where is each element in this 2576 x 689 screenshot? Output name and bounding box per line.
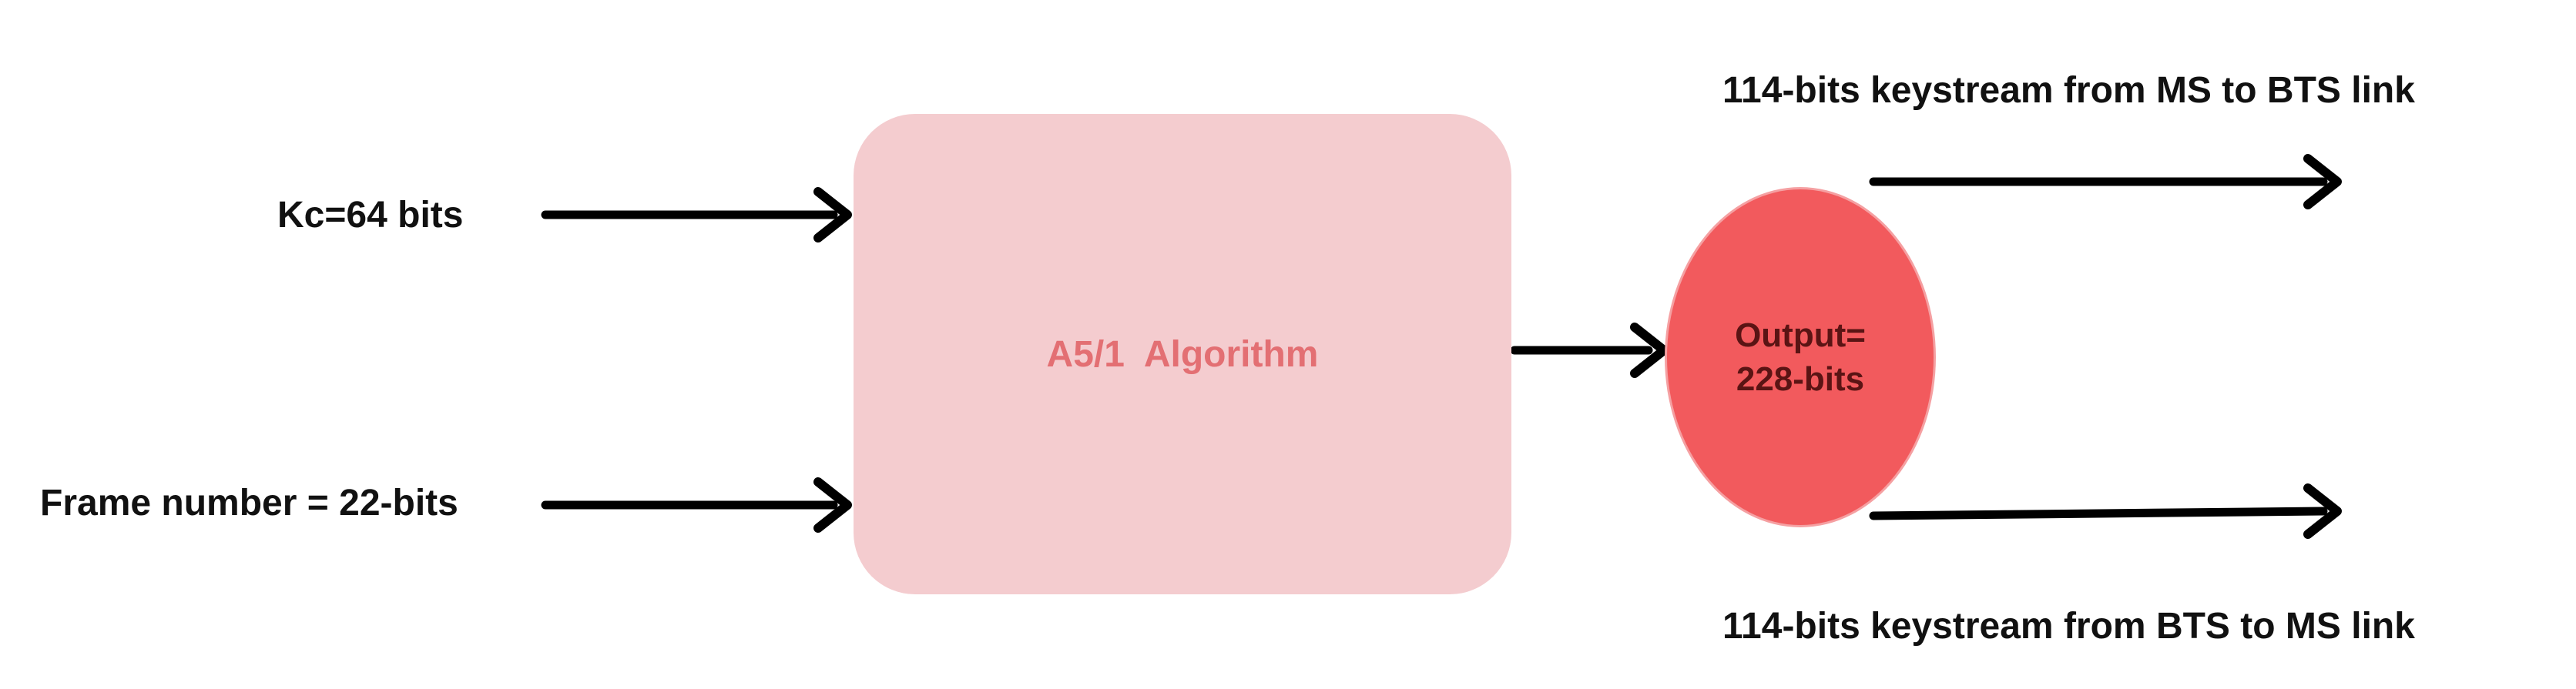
output-label-line2: 228-bits: [1736, 360, 1865, 398]
output-label-line1: Output=: [1735, 316, 1866, 354]
ms-to-bts-keystream-label: 114-bits keystream from MS to BTS link: [1722, 70, 2415, 111]
algo-to-output-arrow: [1510, 323, 1669, 378]
kc-input-label: Kc=64 bits: [277, 195, 464, 236]
top-keystream-arrow: [1869, 154, 2342, 209]
algorithm-label: A5/1 Algorithm: [1046, 333, 1319, 375]
bts-to-ms-keystream-label: 114-bits keystream from BTS to MS link: [1722, 606, 2415, 647]
kc-arrow: [541, 187, 852, 242]
a51-algorithm-box: A5/1 Algorithm: [854, 114, 1511, 594]
frame-arrow: [541, 477, 852, 533]
output-node: Output= 228-bits: [1667, 189, 1934, 525]
frame-number-label: Frame number = 22-bits: [40, 483, 458, 523]
bottom-keystream-arrow: [1869, 483, 2342, 539]
